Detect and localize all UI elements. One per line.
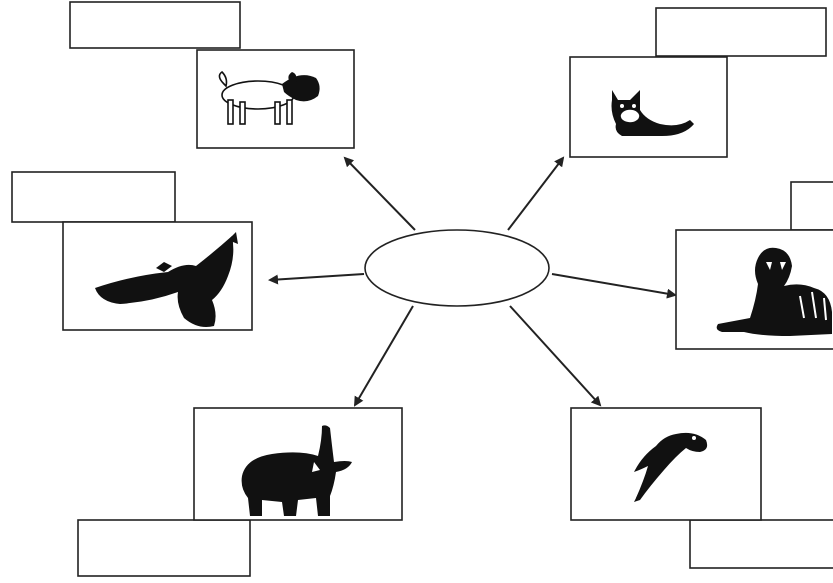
arrow-to-elephant bbox=[353, 305, 414, 407]
elephant-icon bbox=[241, 425, 352, 516]
label-box-tiger[interactable] bbox=[790, 181, 833, 231]
tiger-icon bbox=[716, 247, 832, 336]
node-elephant bbox=[77, 407, 403, 577]
label-box-dog[interactable] bbox=[69, 1, 241, 49]
arrow-to-dog bbox=[343, 156, 416, 231]
node-parrot bbox=[570, 407, 833, 569]
arrow-to-parrot bbox=[509, 305, 602, 407]
label-box-elephant[interactable] bbox=[77, 519, 251, 577]
center-ellipse bbox=[364, 229, 550, 307]
dog-icon bbox=[218, 70, 320, 125]
node-tiger bbox=[675, 181, 833, 350]
cat-icon bbox=[611, 90, 694, 136]
node-cat bbox=[569, 7, 827, 158]
node-eagle bbox=[11, 171, 253, 331]
label-box-eagle[interactable] bbox=[11, 171, 176, 223]
arrow-to-cat bbox=[507, 156, 565, 231]
label-box-parrot[interactable] bbox=[689, 519, 833, 569]
arrow-to-tiger bbox=[551, 273, 677, 299]
node-dog bbox=[69, 1, 355, 149]
arrow-to-eagle bbox=[268, 273, 365, 285]
center-node bbox=[364, 229, 550, 307]
parrot-icon bbox=[634, 432, 708, 502]
label-box-cat[interactable] bbox=[655, 7, 827, 57]
picture-box-cat bbox=[569, 56, 728, 158]
eagle-icon bbox=[95, 232, 238, 327]
arrows bbox=[268, 156, 677, 407]
